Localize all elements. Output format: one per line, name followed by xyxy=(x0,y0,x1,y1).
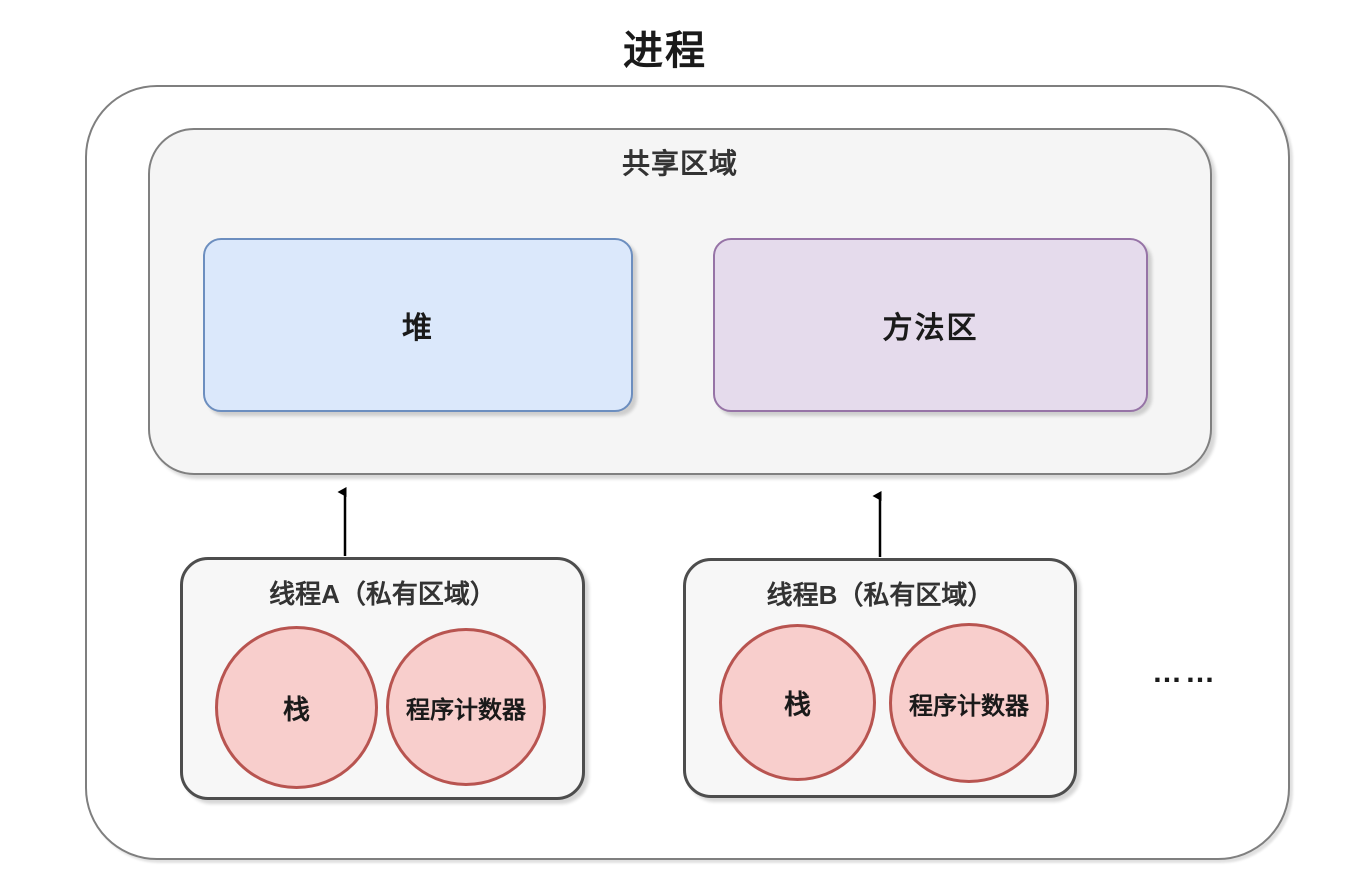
more-threads-ellipsis: …… xyxy=(1152,656,1218,689)
thread-a-stack-circle: 栈 xyxy=(215,626,378,789)
heap-label: 堆 xyxy=(402,312,434,345)
thread-b-label: 线程B（私有区域） xyxy=(766,580,994,610)
heap-box: 堆 xyxy=(203,238,633,412)
thread-b-program-counter-circle: 程序计数器 xyxy=(889,623,1049,783)
thread-a-label: 线程A（私有区域） xyxy=(269,579,496,609)
diagram-title: 进程 xyxy=(623,29,707,73)
shared-area-label: 共享区域 xyxy=(621,148,738,179)
thread-a-program-counter-circle: 程序计数器 xyxy=(386,628,546,786)
method-area-label: 方法区 xyxy=(882,312,979,345)
method-area-box: 方法区 xyxy=(713,238,1148,412)
thread-b-box: 线程B（私有区域） 栈 程序计数器 xyxy=(683,558,1077,798)
thread-b-stack-circle: 栈 xyxy=(719,624,876,781)
thread-a-box: 线程A（私有区域） 栈 程序计数器 xyxy=(180,557,585,800)
